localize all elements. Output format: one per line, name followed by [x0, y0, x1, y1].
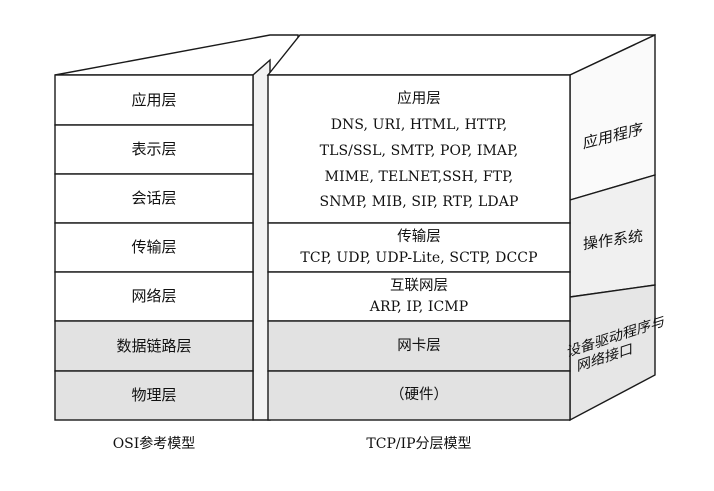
tcpip-internet-title: 互联网层 [390, 278, 448, 294]
osi-layer-application-label: 应用层 [131, 91, 177, 109]
osi-layer-physical-label: 物理层 [131, 386, 177, 404]
tcpip-layer-link-box [267, 320, 571, 372]
tcpip-transport-title: 传输层 [397, 229, 441, 245]
osi-layer-application-box [54, 74, 254, 126]
tcpip-application-protocols-line: SNMP, MIB, SIP, RTP, LDAP [319, 194, 519, 210]
osi-layer-physical-box [54, 370, 254, 421]
osi-layer-datalink-label: 数据链路层 [116, 337, 192, 355]
osi-layer-datalink-box [54, 320, 254, 372]
tcpip-link-title: 网卡层 [397, 338, 441, 354]
tcpip-internet-protocols: ARP, IP, ICMP [369, 299, 469, 315]
tcpip-layer-internet-box [267, 271, 571, 322]
osi-layer-network-box [54, 271, 254, 322]
osi-layer-session-box [54, 173, 254, 224]
tcpip-transport-protocols: TCP, UDP, UDP-Lite, SCTP, DCCP [300, 250, 538, 266]
tcpip-layer-physical-box [267, 370, 571, 421]
osi-layer-transport-label: 传输层 [131, 238, 177, 256]
tcpip-layer-transport-box [267, 222, 571, 273]
tcpip-application-title: 应用层 [397, 91, 441, 107]
tcpip-physical-title: （硬件） [390, 387, 448, 403]
osi-layer-session-label: 会话层 [131, 189, 177, 207]
tcpip-caption: TCP/IP分层模型 [366, 436, 472, 452]
osi-layer-transport-box [54, 222, 254, 273]
osi-layer-presentation-label: 表示层 [131, 140, 177, 158]
tcpip-application-protocols-line: MIME, TELNET,SSH, FTP, [324, 169, 514, 185]
osi-layer-network-label: 网络层 [131, 287, 177, 305]
tcpip-layer-application-box [267, 74, 571, 224]
tcpip-application-protocols-line: DNS, URI, HTML, HTTP, [330, 117, 508, 133]
osi-caption: OSI参考模型 [112, 436, 196, 452]
tcpip-application-protocols-line: TLS/SSL, SMTP, POP, IMAP, [319, 143, 519, 159]
